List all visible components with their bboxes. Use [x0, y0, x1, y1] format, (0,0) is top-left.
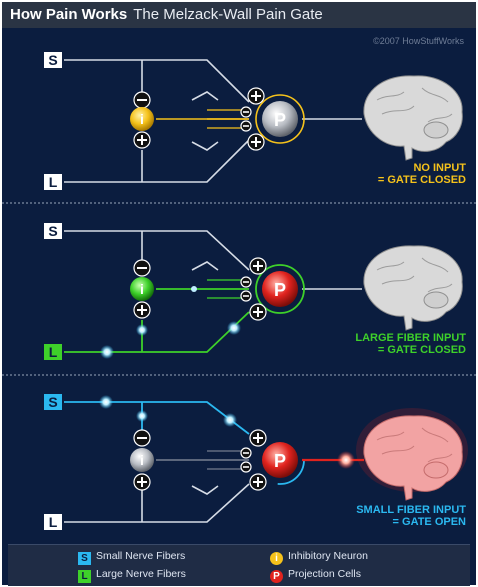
caption-line: NO INPUT: [413, 162, 466, 174]
brain-icon: [363, 245, 463, 331]
inhibitory-neuron: [130, 277, 154, 301]
caption-line: = GATE CLOSED: [377, 174, 466, 186]
projection-cell: [262, 271, 298, 307]
caption-large-fiber: LARGE FIBER INPUT = GATE CLOSED: [355, 332, 466, 356]
legend-item-projection-cells: P Projection Cells: [270, 568, 361, 583]
projection-cell: [262, 442, 298, 478]
caption-line: SMALL FIBER INPUT: [356, 504, 466, 516]
large-fiber-line: [64, 311, 250, 353]
caption-small-fiber: SMALL FIBER INPUT = GATE OPEN: [356, 504, 466, 528]
inhibitory-neuron: [130, 107, 154, 131]
signal-spark: [100, 345, 114, 359]
caption-no-input: NO INPUT = GATE CLOSED: [378, 162, 466, 186]
large-fiber-label: L: [49, 514, 58, 530]
small-fiber-box: [44, 52, 62, 68]
header-title: How Pain Works: [10, 6, 128, 23]
large-fiber-box: [44, 514, 62, 530]
large-fiber-box: [44, 344, 62, 360]
signal-spark: [227, 321, 241, 335]
inhibitory-neuron: [130, 448, 154, 472]
copyright: ©2007 HowStuffWorks: [373, 36, 464, 46]
small-fiber-swatch: S: [78, 552, 91, 565]
panel-small-fiber: i P S L: [44, 394, 468, 530]
signal-spark: [136, 324, 148, 336]
small-fiber-box: [44, 223, 62, 239]
legend-label: Large Nerve Fibers: [96, 568, 186, 580]
legend-label: Small Nerve Fibers: [96, 550, 186, 562]
small-fiber-box: [44, 394, 62, 410]
signal-spark: [223, 413, 237, 427]
legend-item-small-fibers: S Small Nerve Fibers: [78, 550, 185, 565]
large-fiber-line: [64, 483, 250, 523]
projection-cell: [262, 101, 298, 137]
header-subtitle: The Melzack-Wall Pain Gate: [133, 6, 323, 23]
projection-label: P: [274, 110, 286, 130]
small-fiber-line: [64, 230, 250, 271]
caption-line: LARGE FIBER INPUT: [355, 332, 466, 344]
projection-label: P: [274, 280, 286, 300]
large-fiber-label: L: [49, 174, 58, 190]
small-fiber-line: [64, 59, 250, 103]
gate-diagram: i P S L: [2, 52, 476, 530]
legend-label: Inhibitory Neuron: [288, 550, 368, 562]
legend-label: Projection Cells: [288, 568, 361, 580]
large-fiber-box: [44, 174, 62, 190]
signal-spark: [136, 410, 148, 422]
legend-item-inhibitory-neuron: i Inhibitory Neuron: [270, 550, 368, 565]
signal-spark: [99, 395, 113, 409]
large-fiber-line: [64, 139, 250, 183]
inhibitory-label: i: [140, 452, 144, 468]
small-fiber-line: [64, 401, 250, 435]
small-fiber-label: S: [48, 223, 57, 239]
header-bar: How Pain Works The Melzack-Wall Pain Gate: [2, 2, 476, 28]
projection-cell-swatch: P: [270, 570, 283, 583]
inhibitory-neuron-swatch: i: [270, 552, 283, 565]
small-fiber-label: S: [48, 52, 57, 68]
inhibitory-label: i: [140, 111, 144, 127]
brain-icon: [356, 408, 468, 501]
caption-line: = GATE OPEN: [392, 516, 466, 528]
large-fiber-label: L: [49, 344, 58, 360]
large-fiber-swatch: L: [78, 570, 91, 583]
small-fiber-label: S: [48, 394, 57, 410]
legend-item-large-fibers: L Large Nerve Fibers: [78, 568, 186, 583]
signal-spark: [337, 451, 355, 469]
signal-spark: [191, 286, 197, 292]
panel-no-input: i P S L: [44, 52, 463, 190]
brain-icon: [363, 75, 463, 161]
inhibitory-label: i: [140, 281, 144, 297]
projection-label: P: [274, 451, 286, 471]
panel-large-fiber: i P S L: [44, 223, 463, 360]
caption-line: = GATE CLOSED: [377, 344, 466, 356]
